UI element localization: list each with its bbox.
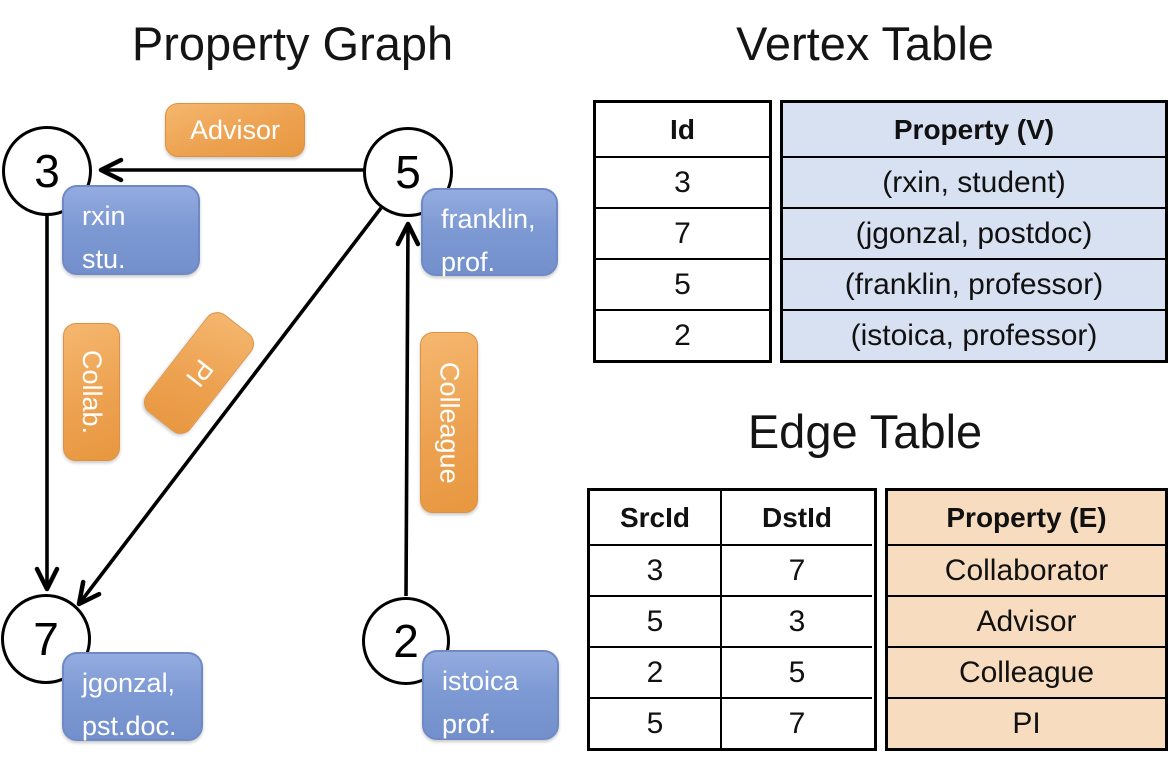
column-header: Property (V): [893, 113, 1055, 145]
node-3-property-box: rxin stu.: [62, 185, 200, 275]
vertex-table-id-column: Id 3 7 5 2: [593, 100, 772, 363]
table-cell: 2: [596, 309, 769, 360]
edge-table-srcid-column: SrcId 3 5 2 5: [590, 491, 720, 748]
table-cell: 3: [596, 156, 769, 207]
edge-label-advisor: Advisor: [165, 103, 305, 157]
table-cell: 2: [590, 646, 720, 697]
node-5-property-box: franklin, prof.: [421, 188, 558, 277]
table-cell: 5: [596, 258, 769, 309]
edge-table-id-columns: SrcId 3 5 2 5 DstId 7 3 5 7: [587, 488, 877, 751]
edge-table-dstid-column: DstId 7 3 5 7: [720, 491, 872, 748]
table-cell: (jgonzal, postdoc): [783, 207, 1165, 258]
property-graph-title: Property Graph: [131, 17, 454, 70]
edge-table-property-column: Property (E) Collaborator Advisor Collea…: [885, 488, 1168, 751]
table-cell: Colleague: [888, 646, 1165, 697]
column-header: Property (E): [946, 501, 1107, 533]
column-header: SrcId: [619, 501, 691, 533]
edge-label-colleague: Colleague: [420, 332, 478, 513]
table-cell: (franklin, professor): [783, 258, 1165, 309]
table-cell: 5: [590, 595, 720, 646]
table-cell: (istoica, professor): [783, 309, 1165, 360]
edge-5-to-7: [76, 206, 383, 607]
vertex-table-title: Vertex Table: [736, 17, 994, 70]
graph-node-5: 5: [363, 127, 453, 217]
table-cell: 7: [596, 207, 769, 258]
node-2-id: 2: [393, 615, 419, 667]
column-header: Id: [670, 113, 695, 145]
table-cell: 3: [722, 595, 872, 646]
table-cell: (rxin, student): [783, 156, 1165, 207]
edge-table-title: Edge Table: [747, 405, 983, 458]
graph-edges: [34, 157, 421, 607]
edge-2-to-5: [395, 221, 421, 597]
node-7-id: 7: [33, 613, 59, 665]
graph-node-2: 2: [362, 597, 450, 685]
table-cell: 7: [722, 697, 872, 748]
table-cell: 5: [722, 646, 872, 697]
node-3-id: 3: [34, 145, 60, 197]
table-cell: PI: [888, 697, 1165, 748]
column-header: DstId: [762, 501, 832, 533]
table-cell: Collaborator: [888, 544, 1165, 595]
vertex-table-property-column: Property (V) (rxin, student) (jgonzal, p…: [780, 100, 1168, 363]
table-cell: Advisor: [888, 595, 1165, 646]
table-cell: 3: [590, 544, 720, 595]
table-cell: 7: [722, 544, 872, 595]
node-5-id: 5: [395, 146, 421, 198]
node-2-property-box: istoica prof.: [422, 650, 559, 740]
node-7-property-box: jgonzal, pst.doc.: [62, 652, 203, 741]
table-cell: 5: [590, 697, 720, 748]
edge-label-collab: Collab.: [63, 323, 120, 461]
